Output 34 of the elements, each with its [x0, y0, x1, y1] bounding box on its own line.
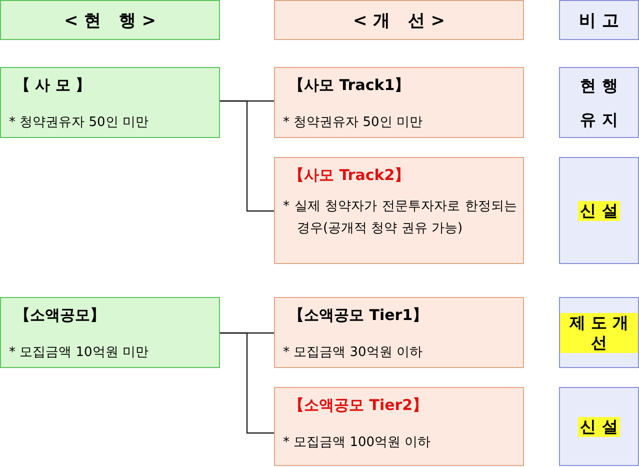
category-box	[274, 297, 524, 368]
remark-text: 현 행 유 지	[579, 74, 619, 130]
header-text: < 개 선 >	[352, 10, 446, 32]
remark-box	[559, 157, 639, 264]
item-heading: 【소액공모 Tier1】	[289, 306, 428, 325]
item-description: * 실제 청약자가 전문투자자로 한정되는 경우(공개적 청약 권유 가능)	[283, 198, 517, 238]
column-header	[274, 0, 524, 40]
category-box	[274, 67, 524, 138]
item-description: * 모집금액 30억원 이하	[283, 344, 424, 362]
item-heading: 【소액공모】	[15, 306, 105, 325]
remark-box	[559, 387, 639, 466]
remark-text: 제 도 개 선	[560, 312, 638, 352]
header-text: < 현 행 >	[64, 10, 156, 32]
remark-text: 신 설	[578, 416, 620, 436]
connector-line	[220, 100, 274, 212]
column-header	[559, 0, 639, 40]
item-heading: 【 사 모 】	[15, 76, 91, 95]
item-description: * 모집금액 100억원 이하	[283, 434, 432, 452]
remark-box	[559, 297, 639, 368]
category-box	[0, 67, 220, 138]
category-box	[274, 387, 524, 466]
category-box	[0, 297, 220, 368]
header-text: 비 고	[579, 10, 619, 32]
column-header	[0, 0, 220, 40]
connector-line	[220, 332, 274, 434]
remark-text: 신 설	[578, 200, 620, 220]
item-heading: 【사모 Track2】	[289, 166, 410, 185]
item-description: * 청약권유자 50인 미만	[283, 114, 424, 132]
item-heading: 【소액공모 Tier2】	[289, 396, 428, 415]
remark-box	[559, 67, 639, 138]
item-description: * 청약권유자 50인 미만	[9, 114, 150, 132]
category-box	[274, 157, 524, 264]
item-heading: 【사모 Track1】	[289, 76, 410, 95]
item-description: * 모집금액 10억원 미만	[9, 344, 150, 362]
